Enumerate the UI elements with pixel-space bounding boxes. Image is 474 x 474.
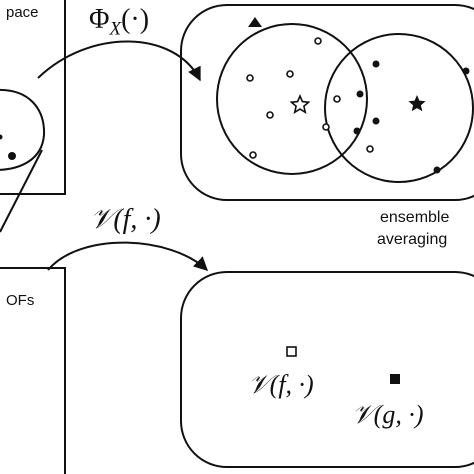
v-g-label: 𝒱(g, ·) — [352, 400, 424, 431]
function-space-box — [0, 267, 66, 474]
cone-line — [0, 149, 43, 233]
filled-circle-icon — [372, 60, 380, 68]
open-circle-icon — [333, 95, 341, 103]
ensemble-label: ensemble — [380, 209, 450, 226]
open-circle-icon — [286, 70, 294, 78]
filled-circle-icon — [372, 117, 380, 125]
top-left-label: pace — [6, 4, 39, 21]
phi-map-label: ΦX(·) — [89, 4, 149, 41]
v-map-label: 𝒱(f, ·) — [90, 204, 161, 236]
v-g-args: (g, ·) — [373, 400, 424, 429]
bottom-left-label: OFs — [6, 292, 35, 309]
open-square-icon — [286, 346, 297, 357]
filled-square-icon — [390, 374, 400, 384]
open-star-icon — [289, 93, 311, 114]
open-circle-icon — [246, 74, 254, 82]
filled-circle-icon — [0, 134, 3, 140]
phi-arg: (·) — [121, 4, 150, 35]
left-circle — [216, 23, 368, 175]
input-cone — [0, 89, 46, 171]
filled-circle-icon — [8, 152, 16, 160]
filled-circle-icon — [353, 127, 361, 135]
arrow-icon — [37, 40, 201, 82]
filled-circle-icon — [433, 166, 441, 174]
kme-space-box — [180, 271, 474, 468]
open-points — [246, 37, 374, 159]
averaging-label: averaging — [377, 231, 448, 248]
right-circle — [324, 33, 474, 183]
filled-star-icon — [408, 95, 426, 112]
v-symbol: 𝒱 — [90, 204, 114, 235]
v-args: (f, ·) — [113, 204, 161, 235]
v-f-label: 𝒱(f, ·) — [248, 370, 314, 401]
filled-circle-icon — [462, 67, 470, 75]
open-circle-icon — [266, 111, 274, 119]
open-circle-icon — [322, 123, 330, 131]
open-circle-icon — [249, 151, 257, 159]
feature-space-box — [180, 4, 474, 201]
open-circle-icon — [314, 37, 322, 45]
phi-subscript: X — [109, 18, 122, 40]
phi-symbol: Φ — [89, 4, 110, 35]
input-space-box — [0, 0, 66, 195]
v-f-args: (f, ·) — [269, 370, 314, 399]
filled-circle-icon — [356, 90, 364, 98]
arrow-icon — [47, 241, 209, 271]
v-g-symbol: 𝒱 — [352, 400, 374, 429]
filled-triangle-icon — [248, 17, 262, 27]
open-circle-icon — [366, 145, 374, 153]
v-f-symbol: 𝒱 — [248, 370, 270, 399]
filled-points — [353, 60, 470, 174]
